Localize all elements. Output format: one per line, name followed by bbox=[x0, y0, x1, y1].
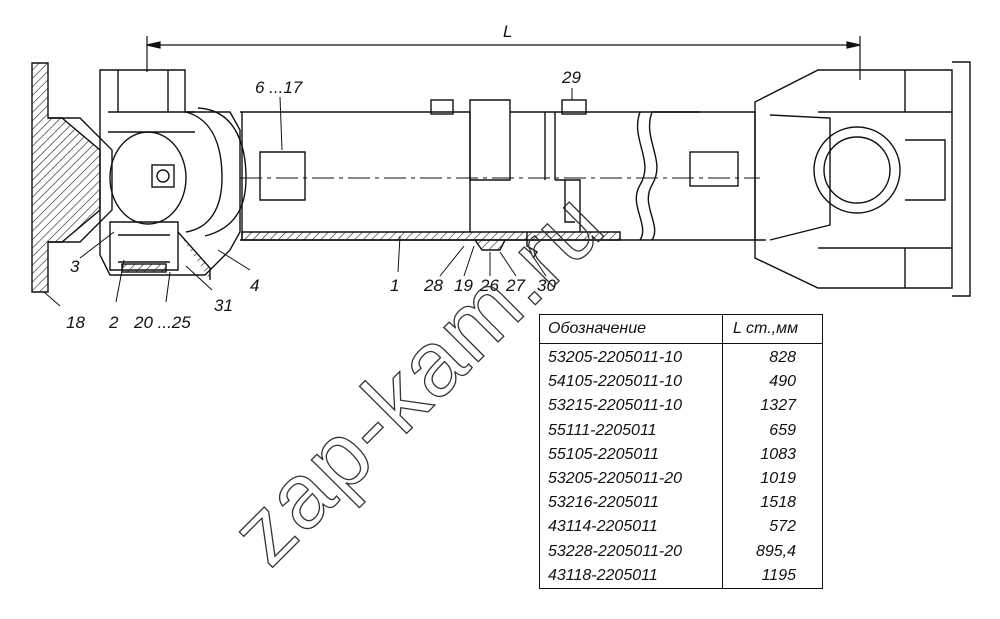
callout-26: 26 bbox=[479, 276, 499, 295]
table-cell-code: 53228-2205011-20 bbox=[548, 542, 683, 560]
table-cell-code: 55111-2205011 bbox=[548, 421, 657, 439]
header-designation: Обозначение bbox=[540, 315, 723, 343]
callout-20-25: 20 ...25 bbox=[133, 313, 191, 332]
callout-18: 18 bbox=[66, 313, 85, 332]
callout-4: 4 bbox=[250, 276, 259, 295]
right-spider-cap bbox=[813, 126, 901, 214]
table-cell-length: 1083 bbox=[760, 445, 796, 463]
table-cell-length: 490 bbox=[769, 373, 796, 391]
callout-3: 3 bbox=[70, 257, 80, 276]
table-cell-length: 895,4 bbox=[755, 542, 796, 560]
header-length: L ст.,мм bbox=[733, 320, 799, 337]
column-designation: 53205-2205011-10 54105-2205011-10 53215-… bbox=[540, 344, 723, 589]
callout-31: 31 bbox=[214, 296, 233, 315]
callout-1: 1 bbox=[390, 276, 399, 295]
table-cell-code: 55105-2205011 bbox=[548, 445, 659, 463]
callout-30: 30 bbox=[537, 276, 556, 295]
spider-cross bbox=[109, 131, 187, 225]
table-cell-code: 53205-2205011-20 bbox=[548, 469, 683, 487]
table-cell-code: 43114-2205011 bbox=[548, 518, 658, 536]
callout-2: 2 bbox=[108, 313, 119, 332]
table-cell-code: 53215-2205011-10 bbox=[548, 397, 683, 415]
callout-27: 27 bbox=[505, 276, 525, 295]
table-cell-length: 1327 bbox=[760, 397, 796, 415]
specification-table: Обозначение L ст.,мм 53205-2205011-10 54… bbox=[539, 314, 823, 589]
table-cell-code: 54105-2205011-10 bbox=[548, 373, 683, 391]
left-yoke bbox=[99, 69, 241, 276]
callout-28: 28 bbox=[423, 276, 443, 295]
table-cell-length: 828 bbox=[769, 349, 796, 366]
dimension-label: L bbox=[503, 22, 512, 41]
right-flange bbox=[754, 69, 953, 289]
callout-19: 19 bbox=[454, 276, 473, 295]
table-cell-length: 1518 bbox=[760, 494, 796, 512]
callout-29: 29 bbox=[561, 68, 581, 87]
table-cell-length: 1195 bbox=[761, 566, 796, 584]
left-flange bbox=[31, 62, 101, 293]
table-cell-code: 53216-2205011 bbox=[548, 494, 659, 512]
column-length: 828 490 1327 659 1083 1019 1518 572 895,… bbox=[723, 344, 822, 589]
table-cell-length: 572 bbox=[769, 518, 796, 536]
table-cell-length: 659 bbox=[769, 421, 796, 439]
table-cell-length: 1019 bbox=[760, 469, 796, 487]
dimension-l bbox=[146, 36, 861, 80]
table-cell-code: 43118-2205011 bbox=[548, 566, 658, 584]
table-cell-code: 53205-2205011-10 bbox=[548, 349, 683, 366]
callout-6-17: 6 ...17 bbox=[255, 78, 303, 97]
table-header: Обозначение L ст.,мм bbox=[540, 315, 822, 344]
